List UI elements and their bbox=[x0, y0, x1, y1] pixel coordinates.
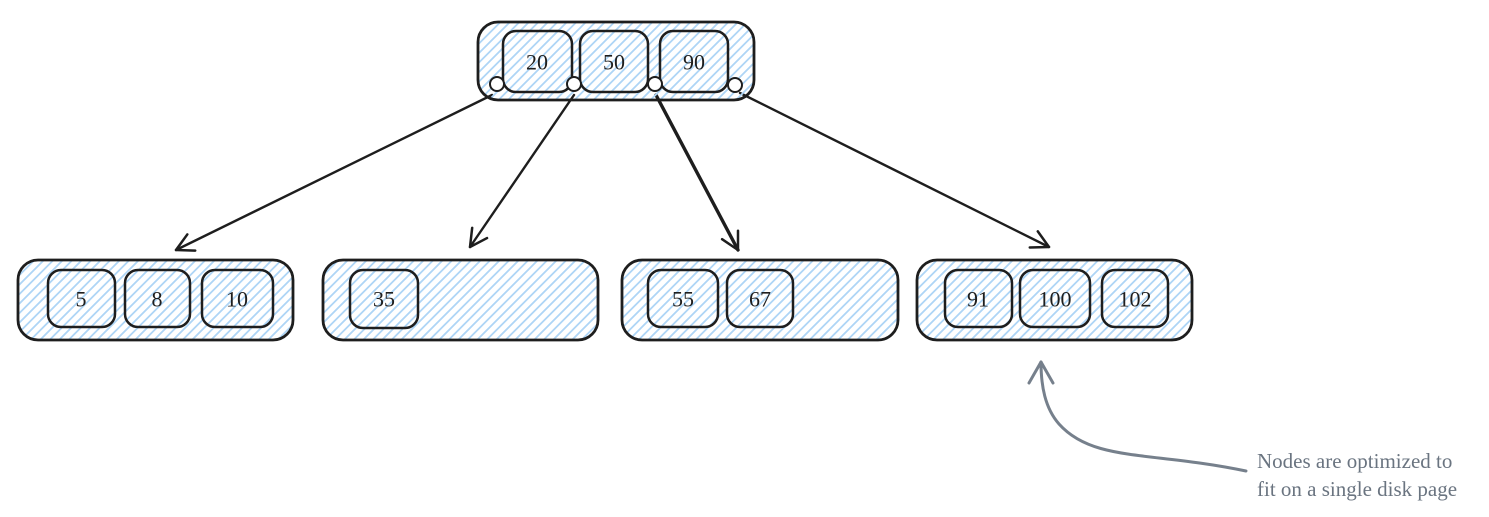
annotation-text: Nodes are optimized to fit on a single d… bbox=[1257, 447, 1457, 503]
btree-root-node: 20 50 90 bbox=[476, 20, 756, 102]
child-pointer-circle-2 bbox=[566, 76, 582, 92]
child-pointer-circle-3 bbox=[647, 76, 663, 92]
key-label: 10 bbox=[226, 287, 248, 312]
key-label: 67 bbox=[749, 287, 771, 312]
node-box bbox=[476, 20, 756, 102]
key-label: 8 bbox=[152, 287, 163, 312]
key-box bbox=[1100, 268, 1170, 329]
node-box bbox=[321, 258, 600, 342]
node-box bbox=[16, 258, 295, 342]
key-box bbox=[501, 29, 574, 94]
key-box bbox=[943, 268, 1014, 329]
edge-arrow-root-to-leaf-3 bbox=[654, 93, 740, 252]
key-label: 90 bbox=[683, 50, 705, 75]
node-box bbox=[915, 258, 1194, 342]
key-box bbox=[200, 268, 275, 329]
child-pointer-circle-4 bbox=[727, 77, 743, 93]
key-box bbox=[725, 268, 795, 329]
annotation-line-2: fit on a single disk page bbox=[1257, 477, 1458, 501]
annotation-curved-arrow bbox=[1027, 360, 1248, 473]
btree-leaf-node-4: 91 100 102 bbox=[915, 258, 1194, 342]
edge-arrow-root-to-leaf-4 bbox=[738, 91, 1051, 249]
key-box bbox=[578, 29, 650, 94]
btree-leaf-node-2: 35 bbox=[321, 258, 600, 342]
key-label: 5 bbox=[76, 287, 87, 312]
key-box bbox=[646, 268, 720, 329]
key-box bbox=[658, 29, 730, 94]
key-label: 35 bbox=[373, 287, 395, 312]
key-box bbox=[1018, 268, 1092, 329]
key-label: 55 bbox=[672, 287, 694, 312]
key-label: 20 bbox=[526, 50, 548, 75]
key-label: 102 bbox=[1119, 287, 1152, 312]
key-label: 50 bbox=[603, 50, 625, 75]
btree-leaf-node-3: 55 67 bbox=[620, 258, 900, 342]
key-box bbox=[123, 268, 192, 329]
node-box bbox=[620, 258, 900, 342]
key-label: 100 bbox=[1039, 287, 1072, 312]
annotation-line-1: Nodes are optimized to bbox=[1257, 449, 1453, 473]
key-label: 91 bbox=[967, 287, 989, 312]
edge-arrow-root-to-leaf-1 bbox=[174, 93, 494, 252]
key-box bbox=[46, 268, 117, 329]
child-pointer-circle-1 bbox=[489, 76, 505, 92]
key-box bbox=[348, 268, 420, 330]
btree-leaf-node-1: 5 8 10 bbox=[16, 258, 295, 342]
edge-arrow-root-to-leaf-2 bbox=[468, 93, 576, 249]
